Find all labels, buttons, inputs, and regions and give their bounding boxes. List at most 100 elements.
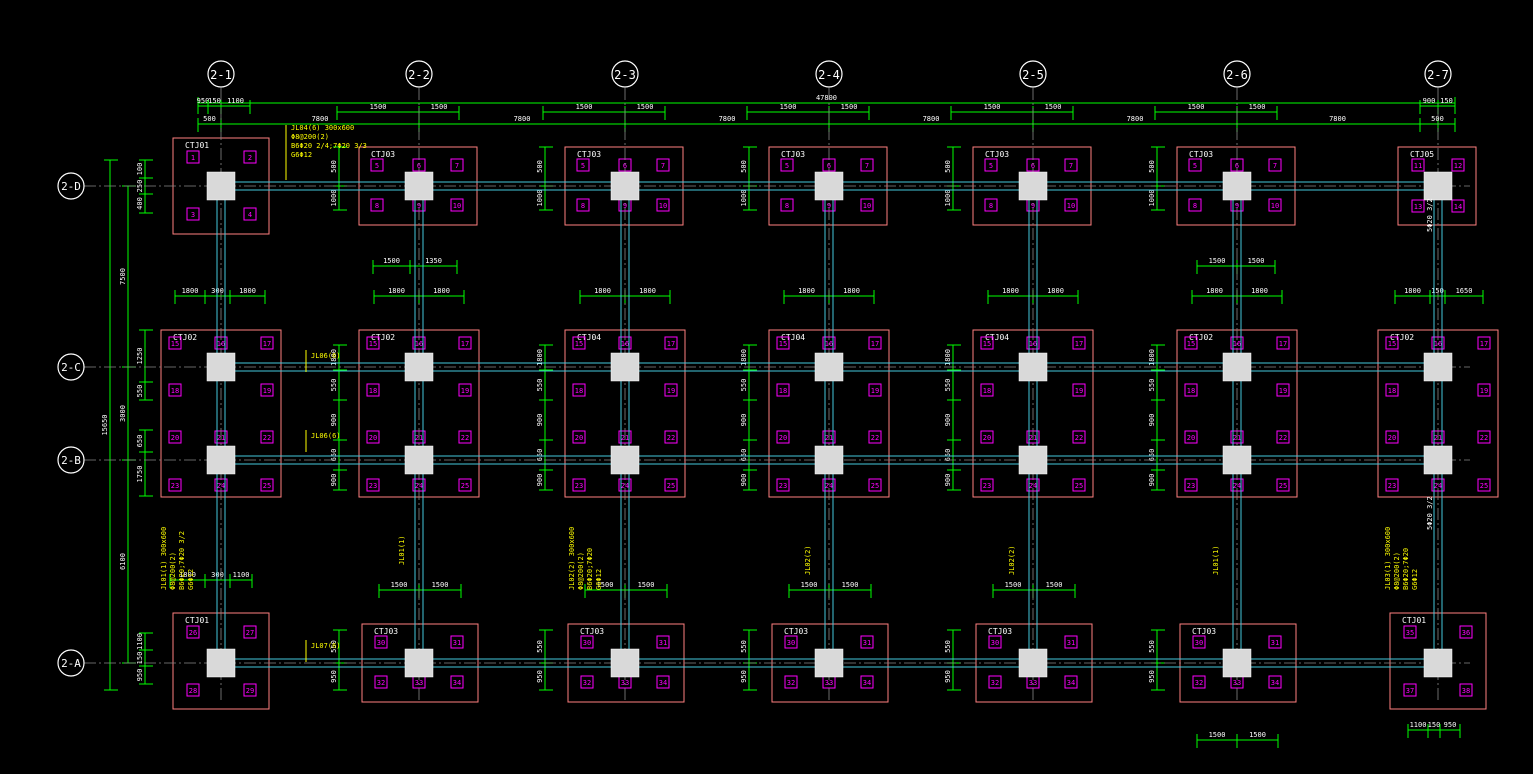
axis-bubble [1424, 60, 1452, 88]
pile [664, 336, 678, 350]
column-beam-note: Φ8@200(2) [577, 552, 585, 590]
pile-number: 9 [827, 202, 831, 210]
pile-number: 22 [1075, 434, 1083, 442]
pile [784, 635, 798, 649]
axis-bubble [405, 60, 433, 88]
pile [868, 430, 882, 444]
pile-number: 20 [171, 434, 179, 442]
pile-number: 29 [246, 687, 254, 695]
pile [980, 430, 994, 444]
pile-number: 36 [1462, 629, 1470, 637]
dim-text: 1800 [388, 287, 405, 295]
dim-text: 500 [944, 160, 952, 173]
pile-number: 9 [1031, 202, 1035, 210]
pile [1276, 336, 1290, 350]
dim-text: 1500 [1249, 731, 1266, 739]
pile-number: 15 [1388, 340, 1396, 348]
pile [784, 675, 798, 689]
pile [1385, 336, 1399, 350]
column [1423, 445, 1453, 475]
dim-text: 900 [944, 474, 952, 487]
cap-label: CTJ03 [374, 627, 398, 636]
pile-number: 5 [785, 162, 789, 170]
pile-number: 31 [453, 639, 461, 647]
dim-text: 100 [136, 163, 144, 176]
pile [1192, 635, 1206, 649]
pile-number: 6 [827, 162, 831, 170]
pile-number: 20 [369, 434, 377, 442]
axis-label: 2-2 [408, 68, 430, 82]
column-beam-note: B6Φ20;7Φ20 [586, 548, 594, 590]
pile-number: 20 [983, 434, 991, 442]
beam-note: JL06(6) [311, 432, 341, 440]
pile-number: 14 [1454, 203, 1462, 211]
pile-number: 24 [1029, 482, 1037, 490]
pile [860, 198, 874, 212]
dim-text: 550 [944, 640, 952, 653]
column [610, 648, 640, 678]
cap-label: CTJ04 [781, 333, 805, 342]
pile [1184, 336, 1198, 350]
column [206, 352, 236, 382]
pile-number: 30 [583, 639, 591, 647]
column [1423, 171, 1453, 201]
pile-number: 17 [263, 340, 271, 348]
pile [374, 675, 388, 689]
pile-number: 15 [171, 340, 179, 348]
rebar-note: 5Φ20 3/2 [1426, 198, 1434, 232]
dim-text: 500 [740, 160, 748, 173]
dim-text: 500 [1431, 115, 1444, 123]
pile-number: 23 [369, 482, 377, 490]
pile-number: 7 [455, 162, 459, 170]
pile-number: 20 [779, 434, 787, 442]
dim-text: 900 [944, 414, 952, 427]
pile-cap-a2 [361, 623, 479, 703]
pile [168, 383, 182, 397]
pile [572, 383, 586, 397]
pile-number: 35 [1406, 629, 1414, 637]
dim-text: 7800 [514, 115, 531, 123]
dim-text: 1650 [1456, 287, 1473, 295]
pile [776, 336, 790, 350]
dim-text: 550 [330, 640, 338, 653]
pile [1072, 478, 1086, 492]
pile [1192, 675, 1206, 689]
pile [572, 430, 586, 444]
dim-text: 7800 [923, 115, 940, 123]
pile-number: 4 [248, 211, 252, 219]
pile-number: 6 [417, 162, 421, 170]
pile [1064, 675, 1078, 689]
dim-text: 1000 [1148, 190, 1156, 207]
dim-text: 1500 [1209, 731, 1226, 739]
column [1222, 445, 1252, 475]
pile-number: 6 [1235, 162, 1239, 170]
pile-number: 22 [263, 434, 271, 442]
pile [450, 158, 464, 172]
dim-text: 7800 [312, 115, 329, 123]
pile-number: 37 [1406, 687, 1414, 695]
column-beam-note: JL01(1) 300x600 [160, 527, 168, 590]
pile [580, 675, 594, 689]
pile-number: 23 [575, 482, 583, 490]
dim-text: 1800 [1206, 287, 1223, 295]
pile-number: 19 [1075, 387, 1083, 395]
axis-bubble [57, 446, 85, 474]
pile [1064, 635, 1078, 649]
dim-text: 150 [1431, 287, 1444, 295]
dim-text: 1500 [1248, 257, 1265, 265]
pile [168, 478, 182, 492]
dim-text: 900 [330, 414, 338, 427]
dim-text: 950 [1148, 670, 1156, 683]
cap-label: CTJ04 [577, 333, 601, 342]
pile [458, 383, 472, 397]
pile-number: 13 [1414, 203, 1422, 211]
pile-number: 20 [1187, 434, 1195, 442]
column [1018, 445, 1048, 475]
cap-label: CTJ03 [577, 150, 601, 159]
pile-number: 2 [248, 154, 252, 162]
dim-text: 550 [330, 379, 338, 392]
dim-text: 950 [740, 670, 748, 683]
pile [860, 675, 874, 689]
dim-text: 1500 [1045, 103, 1062, 111]
pile-number: 18 [369, 387, 377, 395]
